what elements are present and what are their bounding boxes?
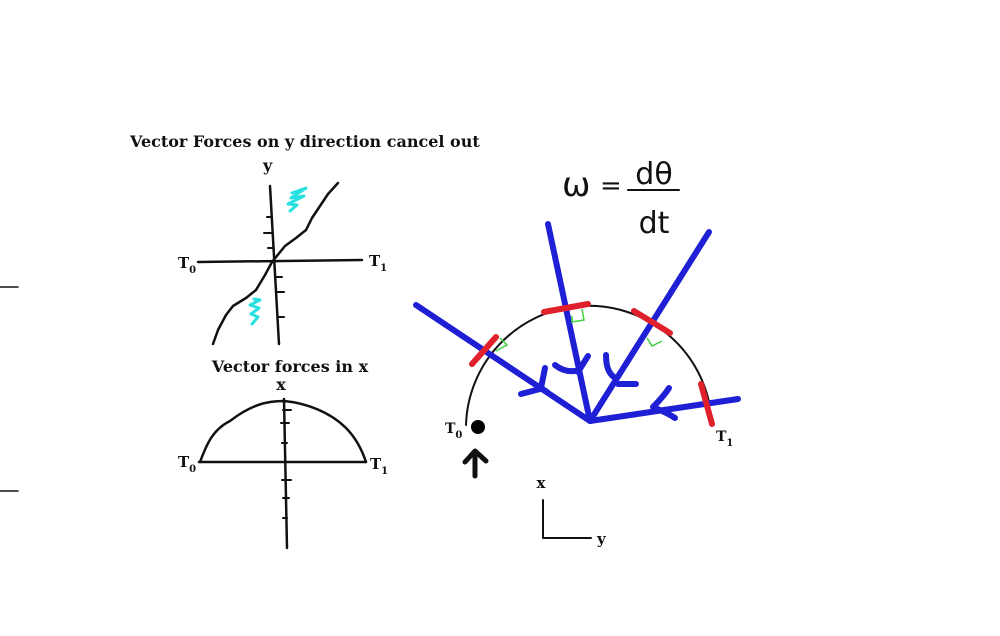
object-dot [471, 420, 485, 434]
arrowhead-2-icon [552, 353, 591, 375]
graph-x-vertical-axis [282, 397, 289, 550]
tangent-mark-2 [541, 301, 591, 315]
scribble-negative [248, 297, 262, 326]
graph-x-end-label: T1 [370, 455, 388, 477]
force-vector-3 [587, 229, 712, 424]
reference-axis-y-label: y [596, 530, 607, 548]
right-angle-marks [495, 308, 663, 352]
graph-x-ticks [280, 409, 292, 519]
graph-x-direction: Vector forces in x x T0 T1 [178, 357, 388, 550]
arrowhead-3-icon [603, 352, 639, 387]
tangent-mark-4 [698, 381, 715, 427]
motion-start-label: T0 [445, 421, 462, 441]
graph-x-axis-label: x [276, 375, 286, 394]
graph-y-end-label: T1 [369, 252, 387, 274]
axes-reference: x y [537, 474, 607, 548]
tangent-marks [469, 301, 715, 427]
graph-y-ticks [263, 216, 285, 318]
equation-denominator: dt [639, 206, 670, 241]
graph-y-curve [211, 181, 340, 346]
arrowhead-1-icon [518, 365, 550, 397]
equation-numerator: dθ [635, 157, 672, 192]
graph-y-start-label: T0 [178, 254, 196, 276]
reference-axis-x-label: x [537, 474, 547, 492]
equals-sign: = [600, 171, 622, 201]
right-angle-mark-2 [571, 308, 585, 323]
reference-axes-lines [542, 499, 592, 539]
scribble-positive [286, 186, 308, 213]
tangent-mark-3 [631, 308, 673, 336]
graph-y-direction: Vector Forces on y direction cancel out … [129, 132, 480, 346]
force-vector-2 [545, 221, 593, 424]
right-angle-mark-1 [495, 337, 509, 352]
graph-y-axis-label: y [262, 156, 273, 175]
right-angle-mark-3 [646, 337, 663, 347]
motion-end-label: T1 [716, 429, 733, 449]
graph-x-curve [198, 399, 368, 464]
tangent-mark-1 [469, 334, 499, 367]
up-arrow-icon [462, 448, 489, 479]
graph-x-start-label: T0 [178, 453, 196, 475]
graph-x-title: Vector forces in x [211, 357, 369, 376]
force-vector-1 [413, 302, 593, 424]
omega-symbol: ω [562, 165, 590, 205]
force-vectors [413, 221, 741, 424]
arrowhead-4-icon [650, 385, 678, 421]
angular-velocity-equation: ω = dθ dt [562, 157, 680, 241]
circular-motion-diagram: ω = dθ dt T0 T1 [413, 157, 741, 548]
graph-y-title: Vector Forces on y direction cancel out [129, 132, 480, 151]
graph-y-time-axis [196, 258, 364, 264]
